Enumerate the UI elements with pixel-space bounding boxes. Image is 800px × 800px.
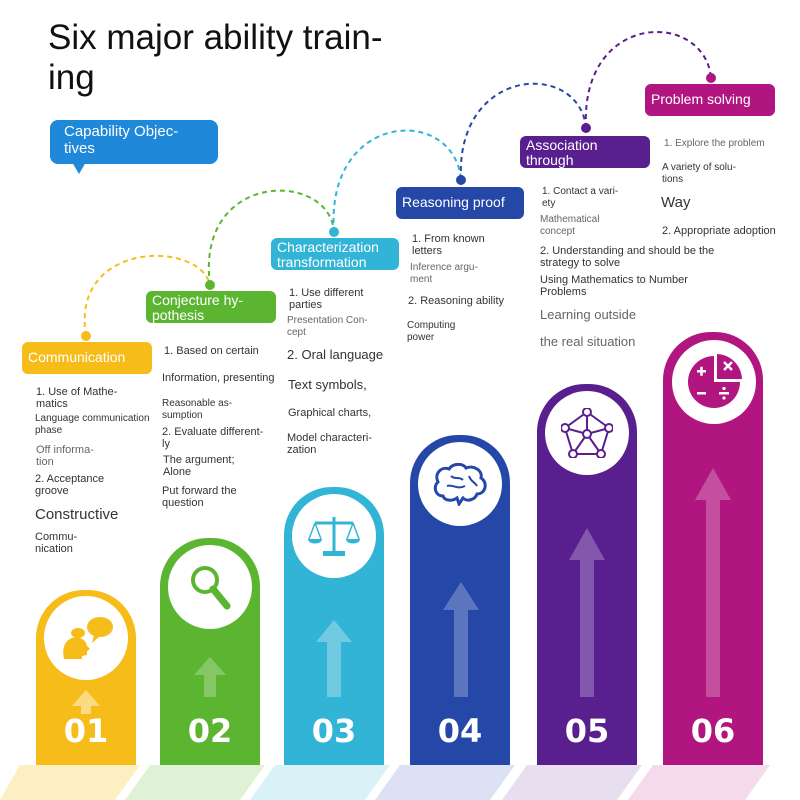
step-4-label: Reasoning proof — [396, 187, 524, 219]
step-6-number: 06 — [690, 712, 736, 750]
connector-arc-4 — [459, 82, 587, 181]
step-5-number: 05 — [564, 712, 610, 750]
scales-icon — [308, 517, 360, 556]
step-6-note: Way — [661, 194, 691, 211]
step-5-note: the real situation — [540, 334, 636, 349]
step-2-number: 02 — [187, 712, 233, 750]
step-1-note: 2. Acceptance groove — [35, 473, 105, 497]
step-3-note: Text symbols, — [288, 377, 367, 392]
calculator-icon — [688, 354, 742, 408]
step-4-note: 2. Reasoning ability — [408, 295, 505, 307]
step-3-label: Characterization transformation — [271, 238, 399, 270]
step-1-note: Off informa- tion — [36, 444, 94, 468]
up-arrow-4 — [443, 582, 479, 697]
step-3-number: 03 — [311, 712, 357, 750]
network-icon — [561, 408, 613, 458]
brain-icon — [433, 462, 487, 506]
connector-arc-1 — [83, 254, 211, 337]
up-arrow-1 — [72, 690, 100, 714]
step-4-note: Inference argu- ment — [410, 262, 478, 285]
step-4-number: 04 — [437, 712, 483, 750]
step-6-note: A variety of solu- tions — [662, 162, 736, 185]
step-2-note: Information, presenting — [162, 372, 275, 384]
up-arrow-6 — [695, 468, 731, 697]
connector-arc-3 — [332, 129, 462, 233]
step-3-icon-circle — [292, 494, 376, 578]
step-4-icon-circle — [418, 442, 502, 526]
step-1-note: Commu- nication — [35, 531, 78, 555]
connector-arc-5 — [584, 31, 712, 129]
step-2-note: Reasonable as- sumption — [162, 398, 233, 421]
step-5-label: Association through — [520, 136, 650, 168]
step-2-note: The argument; Alone — [163, 454, 235, 478]
step-2-icon-circle — [168, 545, 252, 629]
step-5-icon-circle — [545, 391, 629, 475]
step-5-note: Using Mathematics to Number Problems — [540, 274, 688, 298]
connector-arc-2 — [207, 189, 335, 286]
step-3-note: Presentation Con- cept — [287, 315, 368, 338]
step-6-icon-circle — [672, 340, 756, 424]
step-5-note: 2. Understanding and should be the strat… — [540, 245, 715, 269]
step-1-label: Communication — [22, 342, 152, 374]
up-arrow-5 — [569, 528, 605, 697]
step-5-note: 1. Contact a vari- ety — [542, 186, 619, 209]
step-6-note: 2. Appropriate adoption — [662, 225, 776, 237]
magnifier-icon — [191, 566, 231, 610]
up-arrow-2 — [194, 657, 226, 697]
step-2-note: 2. Evaluate different- ly — [162, 426, 264, 450]
step-1-note: 1. Use of Mathe- matics — [36, 386, 118, 410]
capability-bubble-tail — [72, 162, 86, 174]
step-5-note: Learning outside — [540, 307, 637, 322]
step-3-note: Model characteri- zation — [287, 432, 372, 456]
step-3-note: 2. Oral language — [287, 347, 384, 362]
step-1-note: Language communication phase — [35, 413, 150, 436]
step-1-number: 01 — [63, 712, 109, 750]
capability-objectives-bubble: Capability Objec- tives — [50, 120, 218, 164]
step-5-note: Mathematical concept — [540, 214, 600, 237]
step-1-icon-circle — [44, 596, 128, 680]
step-2-label: Conjecture hy- pothesis — [146, 291, 276, 323]
step-2-note: Put forward the question — [162, 485, 237, 509]
step-3-note: 1. Use different parties — [289, 287, 364, 311]
step-6-note: 1. Explore the problem — [664, 138, 765, 149]
step-4-note: 1. From known letters — [412, 233, 485, 257]
step-6-label: Problem solving — [645, 84, 775, 116]
step-1-note: Constructive — [35, 506, 119, 523]
step-4-note: Computing power — [407, 320, 456, 343]
step-3-note: Graphical charts, — [288, 407, 372, 419]
up-arrow-3 — [316, 620, 352, 697]
speech-head-icon — [63, 617, 113, 659]
page-title: Six major ability train- ing — [48, 18, 383, 97]
step-2-note: 1. Based on certain — [164, 345, 259, 357]
